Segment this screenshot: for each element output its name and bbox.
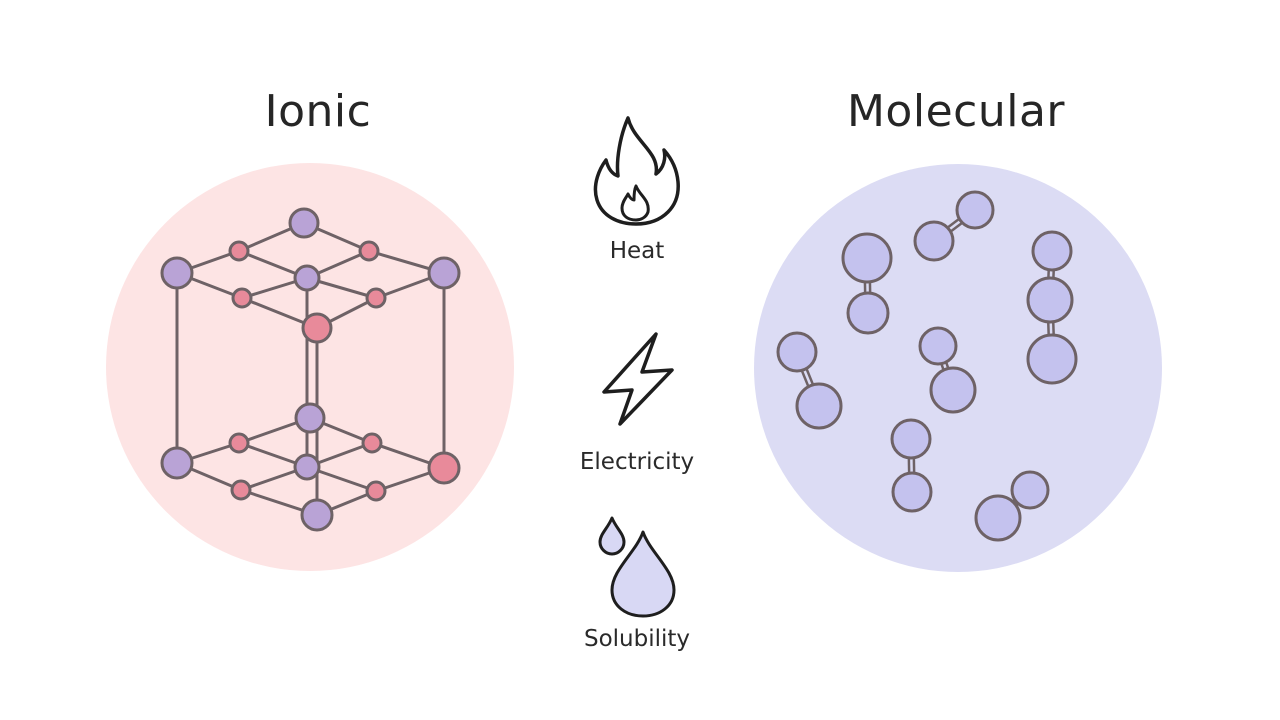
ionic-lattice-diagram <box>106 163 514 571</box>
molecule <box>918 326 977 414</box>
purple-ion <box>160 446 194 480</box>
ionic-title: Ionic <box>264 86 372 137</box>
molecule <box>776 331 843 430</box>
water-drop-icon <box>598 516 676 618</box>
purple-ion <box>300 498 334 532</box>
molecule-atom <box>890 418 932 460</box>
pink-ion <box>358 240 380 262</box>
molecule-atom <box>1010 470 1050 510</box>
pink-ion <box>361 432 383 454</box>
purple-ion <box>427 256 461 290</box>
molecule-atom <box>776 331 818 373</box>
molecules <box>776 190 1078 542</box>
molecule-atom <box>795 382 843 430</box>
pink-ion <box>230 479 252 501</box>
pink-ion <box>365 287 387 309</box>
molecule-atom <box>846 291 890 335</box>
lightning-bolt-icon <box>602 332 674 426</box>
pink-ion <box>228 432 250 454</box>
molecule-atom <box>913 220 955 262</box>
molecular-diagram <box>754 164 1162 572</box>
molecule-atom <box>974 494 1022 542</box>
molecule-atom <box>1026 333 1078 385</box>
solubility-label: Solubility <box>583 626 691 652</box>
molecule <box>913 190 995 262</box>
flame-icon <box>593 116 680 226</box>
lattice-atoms <box>160 207 461 532</box>
pink-ion <box>228 240 250 262</box>
molecule-atom <box>841 232 893 284</box>
molecule <box>974 470 1050 542</box>
purple-ion <box>160 256 194 290</box>
molecule-atom <box>1031 230 1073 272</box>
molecule <box>890 418 933 513</box>
electricity-label: Electricity <box>579 449 695 475</box>
purple-ion <box>294 402 326 434</box>
molecular-title: Molecular <box>846 86 1066 137</box>
pink-ion <box>427 451 461 485</box>
molecule-atom <box>955 190 995 230</box>
pink-ion <box>231 287 253 309</box>
molecule-atom <box>918 326 958 366</box>
heat-label: Heat <box>609 238 665 264</box>
purple-ion <box>293 264 321 292</box>
molecule <box>1026 230 1078 385</box>
pink-ion <box>365 480 387 502</box>
molecule-atom <box>1026 276 1074 324</box>
purple-ion <box>288 207 320 239</box>
molecule <box>841 232 893 335</box>
pink-ion <box>301 312 333 344</box>
molecule-atom <box>891 471 933 513</box>
molecule-atom <box>929 366 977 414</box>
purple-ion <box>293 453 321 481</box>
